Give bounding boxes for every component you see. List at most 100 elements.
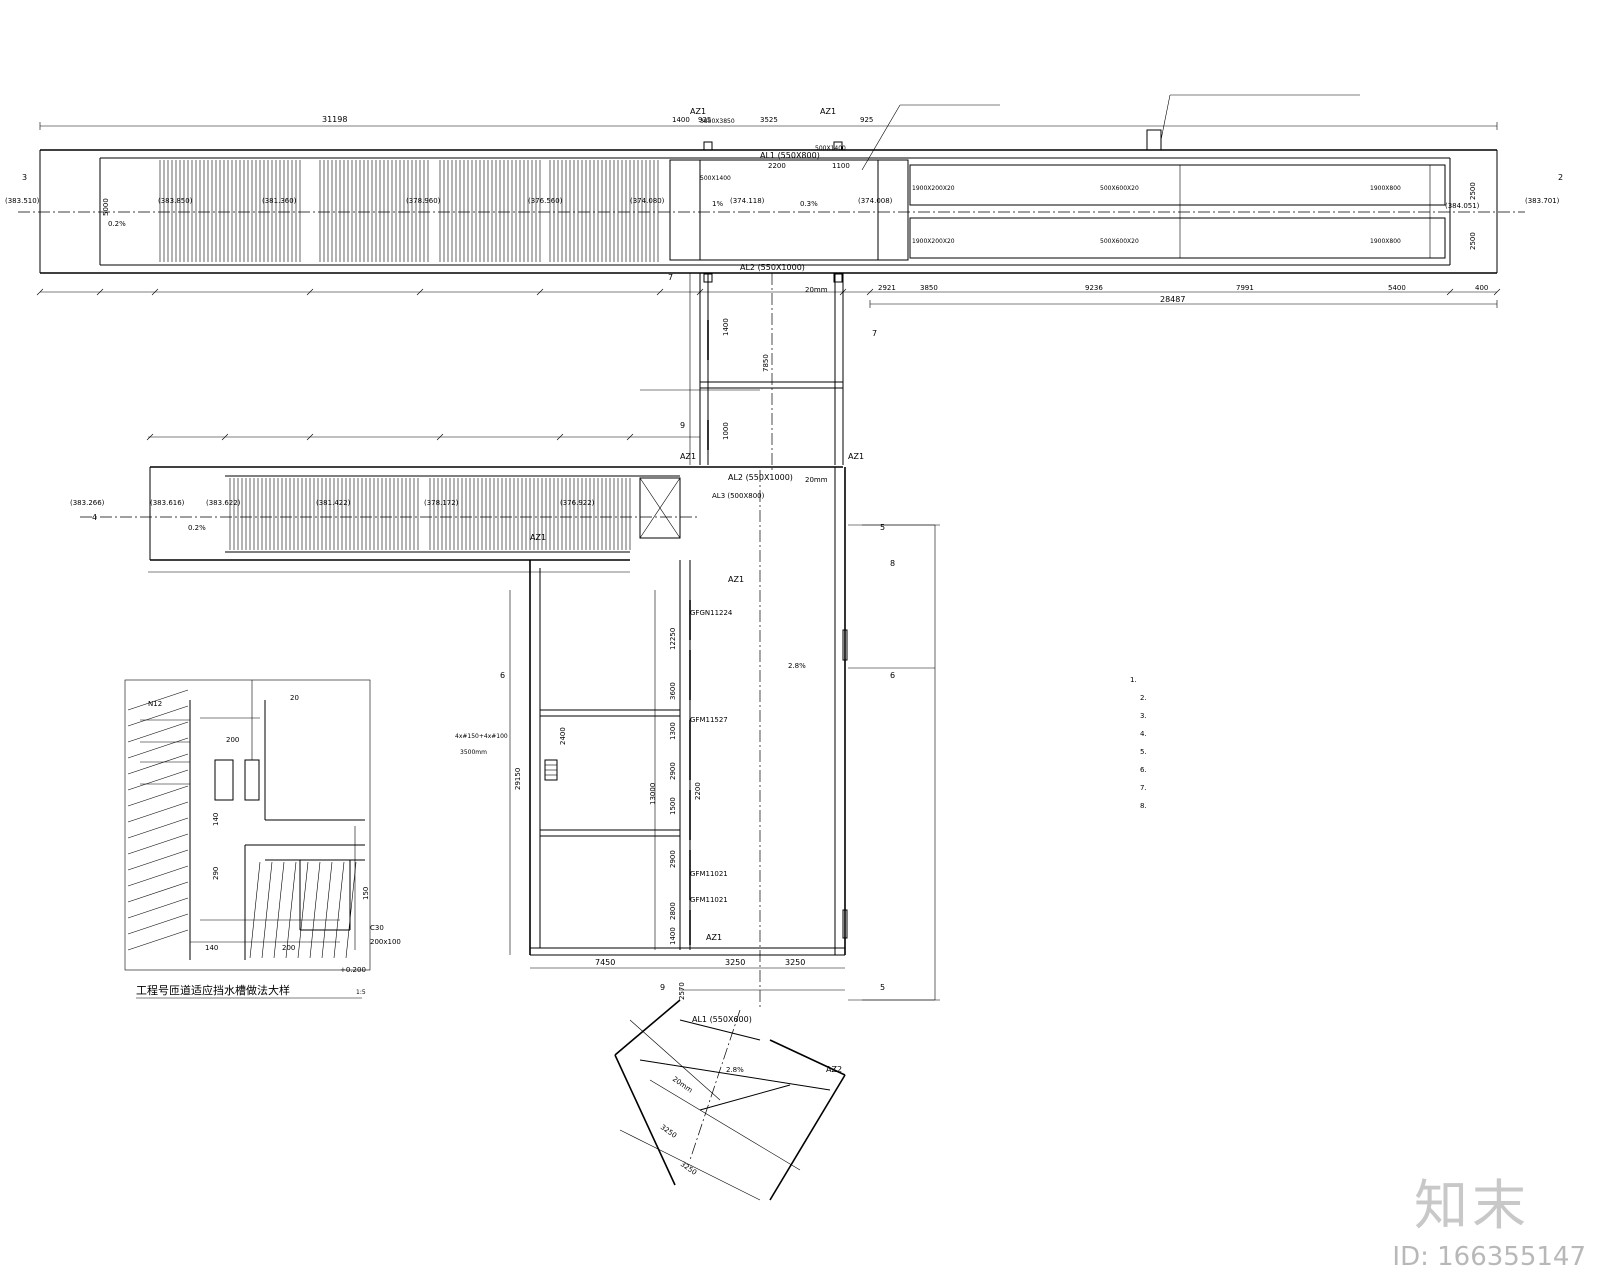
soil-hatch (127, 881, 189, 903)
dim-right-seg: 3850 (920, 284, 938, 292)
pipe-spec: 4x#150+4x#100 (455, 733, 508, 740)
beam-tag: AL3 (500X800) (712, 492, 765, 500)
note-item: 6. (1140, 766, 1147, 774)
concrete-hatch (345, 861, 357, 959)
soil-hatch (127, 737, 189, 759)
equipment-tag: GFGN11224 (690, 609, 733, 617)
middle-labels: 4 (383.266) (383.616) (383.622) (381.422… (70, 492, 765, 542)
detail-note: +0.200 (340, 966, 366, 974)
elevation: (381.422) (316, 499, 351, 507)
equipment-tag: GFM11021 (690, 896, 728, 904)
general-notes: 1. 2. 3. 4. 5. 6. 7. 8. (1130, 676, 1147, 810)
dim-right-seg: 2921 (878, 284, 896, 292)
axis-label: 6 (890, 671, 895, 680)
middle-passage (80, 433, 843, 573)
detail-dim: 200 (226, 736, 239, 744)
dim-tick (556, 433, 564, 441)
equipment-size: 1900X200X20 (912, 238, 955, 245)
dim-lower-width: 3250 (725, 958, 745, 967)
dim-lower: 13000 (649, 783, 657, 805)
column-tag: AZ1 (530, 533, 546, 542)
elevation: (374.008) (858, 197, 893, 205)
axis-label: 5 (880, 523, 885, 532)
dim-lower: 1300 (669, 722, 677, 740)
dim-lower: 2400 (559, 727, 567, 745)
top-labels: 31198 1400 925 3525 925 2200 1100 AZ1 AZ… (5, 107, 1563, 304)
corridor-labels: 1400 1000 7850 20mm 20mm 7 7 9 AZ1 AZ1 A… (668, 273, 877, 484)
equipment-size: 500X600X20 (1100, 238, 1139, 245)
column-tag: AZ2 (826, 1065, 842, 1074)
column-tag: AZ1 (728, 575, 744, 584)
axis-label: 4 (92, 513, 97, 522)
slope: 2.8% (726, 1066, 744, 1074)
soil-hatch (127, 817, 189, 839)
dim-right-seg: 7991 (1236, 284, 1254, 292)
equipment-size: 1900X800 (1370, 185, 1401, 192)
elevation: (383.510) (5, 197, 40, 205)
dim-tick (146, 433, 154, 441)
concrete-hatch (321, 861, 333, 959)
elevation: (383.622) (206, 499, 241, 507)
dim-lower: 2800 (669, 902, 677, 920)
soil-hatch (127, 801, 189, 823)
dim-tick (1493, 288, 1501, 296)
dim-top-seg: 925 (698, 116, 711, 124)
elevation: (381.360) (262, 197, 297, 205)
soil-hatch (127, 769, 189, 791)
lower-labels: 12250 3600 1300 2400 2900 1500 2900 2200… (455, 523, 895, 992)
note-item: 4. (1140, 730, 1147, 738)
equipment-size: 500X1400 (700, 175, 731, 182)
concrete-hatch (261, 861, 273, 959)
dim-lower: 1500 (669, 797, 677, 815)
exit-labels: AL1 (550X600) AZ2 2.8% 20mm 3250 3250 25… (659, 982, 842, 1177)
detail-dim: 140 (205, 944, 218, 952)
elevation: (376.560) (528, 197, 563, 205)
column-tag: AZ1 (706, 933, 722, 942)
dim-right-seg: 400 (1475, 284, 1488, 292)
equipment-tag: GFM11527 (690, 716, 728, 724)
note-20mm: 20mm (805, 286, 828, 294)
axis-label: 3 (22, 173, 27, 182)
elevation: (383.701) (1525, 197, 1560, 205)
dim-corridor: 1400 (722, 318, 730, 336)
detail-note: N12 (148, 700, 162, 708)
soil-hatch (127, 865, 189, 887)
dim-corridor: 7850 (762, 354, 770, 372)
note-item: 7. (1140, 784, 1147, 792)
soil-hatch (127, 913, 189, 935)
detail-note: C30 (370, 924, 384, 932)
dim-exit: 2570 (678, 982, 686, 1000)
elevation: (378.172) (424, 499, 459, 507)
column-tag: AZ1 (848, 452, 864, 461)
pipe-spec: 3500mm (460, 749, 487, 756)
slope: 0.2% (108, 220, 126, 228)
dim-exit: 3250 (679, 1160, 698, 1177)
dim-top-seg: 925 (860, 116, 873, 124)
dim-lower: 2900 (669, 850, 677, 868)
soil-hatch (127, 689, 189, 711)
column-tag: AZ1 (690, 107, 706, 116)
slope: 1% (712, 200, 723, 208)
dim-tick (656, 288, 664, 296)
elevation: (374.080) (630, 197, 665, 205)
note-20mm: 20mm (805, 476, 828, 484)
axis-label: 7 (872, 329, 877, 338)
lower-passage (509, 467, 940, 1010)
elevation: (374.118) (730, 197, 765, 205)
equipment-tag: GFM11021 (690, 870, 728, 878)
top-stairs (159, 160, 659, 262)
dim-lower: 12250 (669, 628, 677, 650)
equipment-size: 500X1400 (815, 145, 846, 152)
equipment-size: 1900X200X20 (912, 185, 955, 192)
detail-dim: 290 (212, 867, 220, 880)
detail-dim: 150 (362, 887, 370, 900)
detail-dim: 140 (212, 813, 220, 826)
dim-right-seg: 5400 (1388, 284, 1406, 292)
dim-tick (626, 433, 634, 441)
soil-hatch (127, 721, 189, 743)
dim-top-seg: 1400 (672, 116, 690, 124)
beam-tag: AL1 (550X600) (692, 1015, 752, 1024)
watermark-id: ID: 166355147 (1392, 1242, 1586, 1272)
dim-tick (151, 288, 159, 296)
slope: 2.8% (788, 662, 806, 670)
